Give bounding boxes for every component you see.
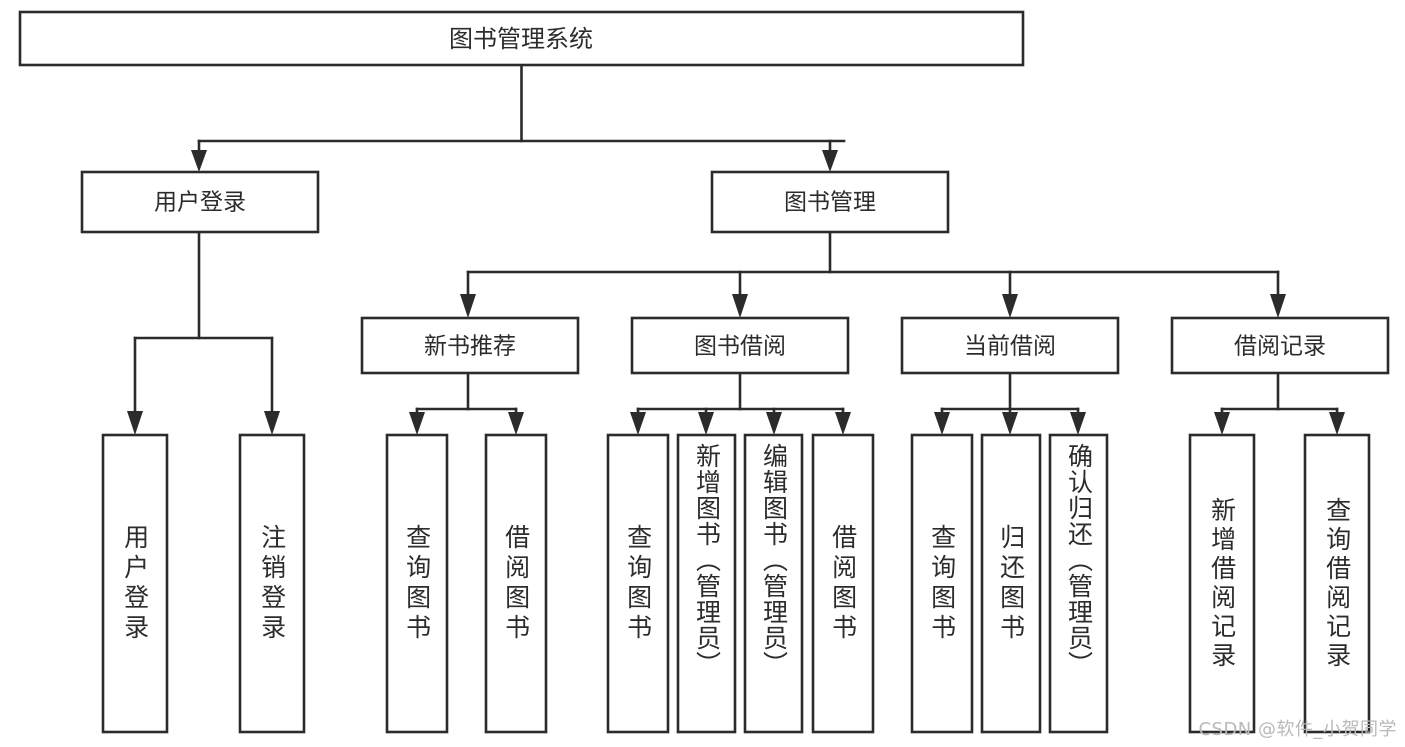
node-new-book-recommend[interactable]: 新书推荐 <box>360 316 580 375</box>
arrow-to-book-borrow-icon <box>732 294 748 318</box>
node-user-login[interactable]: 用户登录 <box>80 170 320 234</box>
node-leaf-query-record[interactable]: 查询借阅记录 <box>1303 433 1371 734</box>
node-leaf-query-record-box[interactable] <box>1303 433 1371 734</box>
node-leaf-add-book-label: 新增图书（管理员） <box>692 443 722 677</box>
node-leaf-user-login[interactable]: 用户登录 <box>101 433 169 734</box>
node-user-login-label: 用户登录 <box>154 190 246 216</box>
arrow-leaf-confirm-return-icon <box>1070 412 1086 435</box>
arrow-leaf-query-book-3-icon <box>934 412 950 435</box>
node-leaf-query-book-2[interactable]: 查询图书 <box>606 433 670 734</box>
node-leaf-borrow-book-2-box[interactable] <box>811 433 875 734</box>
node-leaf-add-record[interactable]: 新增借阅记录 <box>1188 433 1256 734</box>
node-root-box[interactable] <box>18 10 1025 67</box>
arrow-leaf-edit-book-icon <box>766 412 782 435</box>
node-leaf-return-book-box[interactable] <box>980 433 1042 734</box>
arrow-to-book-manage-icon <box>822 150 838 172</box>
node-leaf-query-book-2-label: 查询图书 <box>623 523 653 644</box>
node-leaf-query-book-1-box[interactable] <box>385 433 449 734</box>
node-leaf-edit-book-label: 编辑图书（管理员） <box>759 443 789 677</box>
node-leaf-user-logout-box[interactable] <box>238 433 306 734</box>
node-borrow-record-box[interactable] <box>1170 316 1390 375</box>
connector-group <box>127 63 1345 435</box>
node-leaf-return-book[interactable]: 归还图书 <box>980 433 1042 734</box>
node-book-manage-box[interactable] <box>710 170 950 234</box>
node-book-manage[interactable]: 图书管理 <box>710 170 950 234</box>
node-leaf-query-book-1[interactable]: 查询图书 <box>385 433 449 734</box>
node-book-borrow[interactable]: 图书借阅 <box>630 316 850 375</box>
node-leaf-add-record-label: 新增借阅记录 <box>1207 496 1237 671</box>
node-leaf-confirm-return-label: 确认归还（管理员） <box>1064 443 1094 677</box>
node-root[interactable]: 图书管理系统 <box>18 10 1025 67</box>
node-leaf-edit-book[interactable]: 编辑图书（管理员） <box>743 433 804 734</box>
node-leaf-add-record-box[interactable] <box>1188 433 1256 734</box>
node-current-borrow[interactable]: 当前借阅 <box>900 316 1120 375</box>
arrow-leaf-query-book-2-icon <box>630 412 646 435</box>
node-leaf-query-record-label: 查询借阅记录 <box>1322 496 1352 671</box>
node-leaf-user-logout-label: 注销登录 <box>257 523 287 644</box>
arrow-to-new-book-recommend-icon <box>460 294 476 318</box>
arrow-leaf-user-logout-icon <box>264 411 280 435</box>
node-leaf-borrow-book-1[interactable]: 借阅图书 <box>484 433 548 734</box>
node-leaf-query-book-3-box[interactable] <box>910 433 974 734</box>
node-book-borrow-label: 图书借阅 <box>694 334 786 360</box>
node-leaf-user-login-label: 用户登录 <box>120 523 150 644</box>
arrow-to-current-borrow-icon <box>1002 294 1018 318</box>
node-leaf-add-book-box[interactable] <box>676 433 737 734</box>
node-book-manage-label: 图书管理 <box>784 190 876 216</box>
node-leaf-edit-book-box[interactable] <box>743 433 804 734</box>
arrow-to-borrow-record-icon <box>1270 294 1286 318</box>
node-new-book-recommend-box[interactable] <box>360 316 580 375</box>
node-root-label: 图书管理系统 <box>449 25 593 53</box>
node-current-borrow-box[interactable] <box>900 316 1120 375</box>
node-leaf-add-book[interactable]: 新增图书（管理员） <box>676 433 737 734</box>
node-leaf-query-book-3[interactable]: 查询图书 <box>910 433 974 734</box>
arrow-leaf-return-book-icon <box>1002 412 1018 435</box>
arrow-leaf-add-record-icon <box>1214 412 1230 435</box>
node-borrow-record[interactable]: 借阅记录 <box>1170 316 1390 375</box>
arrow-leaf-user-login-icon <box>127 411 143 435</box>
node-leaf-user-logout[interactable]: 注销登录 <box>238 433 306 734</box>
arrow-leaf-borrow-book-1-icon <box>508 412 524 435</box>
node-leaf-borrow-book-1-label: 借阅图书 <box>501 523 531 644</box>
node-new-book-recommend-label: 新书推荐 <box>424 334 516 360</box>
node-leaf-confirm-return-box[interactable] <box>1048 433 1109 734</box>
node-leaf-borrow-book-1-box[interactable] <box>484 433 548 734</box>
arrow-leaf-query-record-icon <box>1329 412 1345 435</box>
arrow-to-user-login-icon <box>191 150 207 172</box>
arrow-leaf-query-book-1-icon <box>409 412 425 435</box>
node-leaf-borrow-book-2-label: 借阅图书 <box>828 523 858 644</box>
node-book-borrow-box[interactable] <box>630 316 850 375</box>
node-leaf-query-book-2-box[interactable] <box>606 433 670 734</box>
node-leaf-borrow-book-2[interactable]: 借阅图书 <box>811 433 875 734</box>
node-leaf-return-book-label: 归还图书 <box>996 523 1026 644</box>
node-leaf-confirm-return[interactable]: 确认归还（管理员） <box>1048 433 1109 734</box>
arrow-leaf-borrow-book-2-icon <box>835 412 851 435</box>
node-borrow-record-label: 借阅记录 <box>1234 334 1326 360</box>
node-current-borrow-label: 当前借阅 <box>964 334 1056 360</box>
node-leaf-query-book-1-label: 查询图书 <box>402 523 432 644</box>
arrow-leaf-add-book-icon <box>698 412 714 435</box>
node-leaf-query-book-3-label: 查询图书 <box>927 523 957 644</box>
node-user-login-box[interactable] <box>80 170 320 234</box>
node-leaf-user-login-box[interactable] <box>101 433 169 734</box>
